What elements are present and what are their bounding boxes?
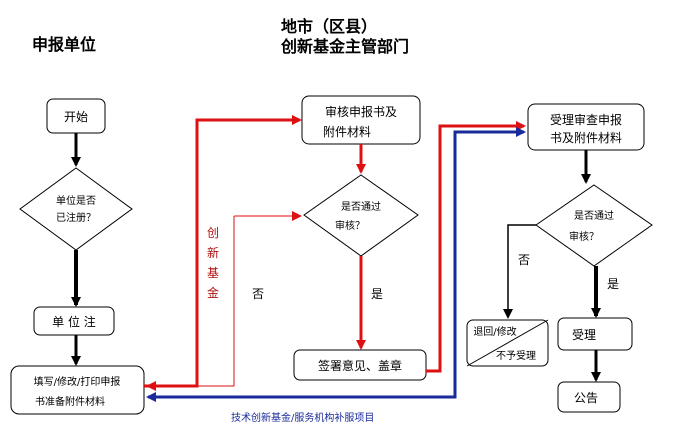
- node-fill-line1: 填写/修改/打印申报: [34, 375, 121, 388]
- label-fund-char-1: 创: [207, 226, 219, 240]
- node-fill-application: 填写/修改/打印申报 书准备附件材料: [10, 365, 145, 415]
- label-yes-2: 是: [607, 277, 619, 291]
- node-pass1-line2: 审核？: [335, 219, 365, 232]
- node-pass1-line1: 是否通过: [341, 200, 381, 213]
- node-register-label: 单 位 注: [52, 314, 96, 329]
- header-dept-line1: 地市（区县）: [281, 17, 377, 36]
- node-pass2-line2: 审核？: [569, 230, 599, 243]
- arrow-fill-to-review: [144, 115, 302, 388]
- node-start: 开始: [46, 98, 106, 134]
- header-applicant: 申报单位: [32, 35, 96, 54]
- node-review-line2: 附件材料: [323, 125, 371, 139]
- node-accept-label: 受理: [572, 328, 596, 342]
- arrow-return-to-fill: [146, 216, 235, 391]
- label-yes-1: 是: [371, 287, 383, 301]
- label-no-1: 否: [252, 287, 264, 301]
- node-review-line1: 审核申报书及: [325, 104, 397, 119]
- node-accept: 受理: [557, 317, 633, 351]
- node-pass-decision-2: 是否通过 审核？: [535, 184, 653, 267]
- node-sign-label: 签署意见、盖章: [318, 358, 402, 373]
- label-service-project: 技术创新基金/服务机构补服项目: [231, 411, 374, 424]
- node-return-line1: 退回/修改: [473, 325, 516, 338]
- node-register: 单 位 注: [33, 306, 115, 336]
- node-sign: 签署意见、盖章: [293, 349, 427, 381]
- node-return-line2: 不予受理: [496, 350, 536, 362]
- arrow-sign-to-accept-review: [426, 121, 526, 373]
- node-pass-decision-1: 是否通过 审核？: [303, 174, 419, 257]
- node-fill-line2: 书准备附件材料: [35, 395, 105, 408]
- node-accept-review-line1: 受理审查申报: [550, 112, 622, 127]
- node-start-label: 开始: [64, 110, 88, 124]
- label-innovation-fund: 创 新 基 金: [207, 226, 219, 300]
- node-accept-review-line2: 书及附件材料: [550, 131, 622, 145]
- node-announce: 公告: [557, 381, 621, 413]
- node-accept-review: 受理审查申报 书及附件材料: [527, 103, 645, 151]
- node-return-reject: 退回/修改 不予受理: [466, 319, 549, 367]
- node-registered-line2: 已注册？: [56, 211, 96, 224]
- node-announce-label: 公告: [574, 391, 598, 405]
- node-registered-line1: 单位是否: [56, 194, 96, 207]
- arrow-decision2-no: [503, 224, 536, 319]
- node-pass2-line1: 是否通过: [574, 209, 614, 222]
- node-review-application: 审核申报书及 附件材料: [301, 95, 421, 145]
- label-no-2: 否: [518, 253, 530, 267]
- header-dept-line2: 创新基金主管部门: [280, 37, 409, 56]
- node-registered-decision: 单位是否 已注册？: [19, 167, 133, 251]
- label-fund-char-2: 新: [207, 245, 219, 260]
- label-fund-char-4: 金: [207, 285, 219, 300]
- label-fund-char-3: 基: [207, 266, 219, 280]
